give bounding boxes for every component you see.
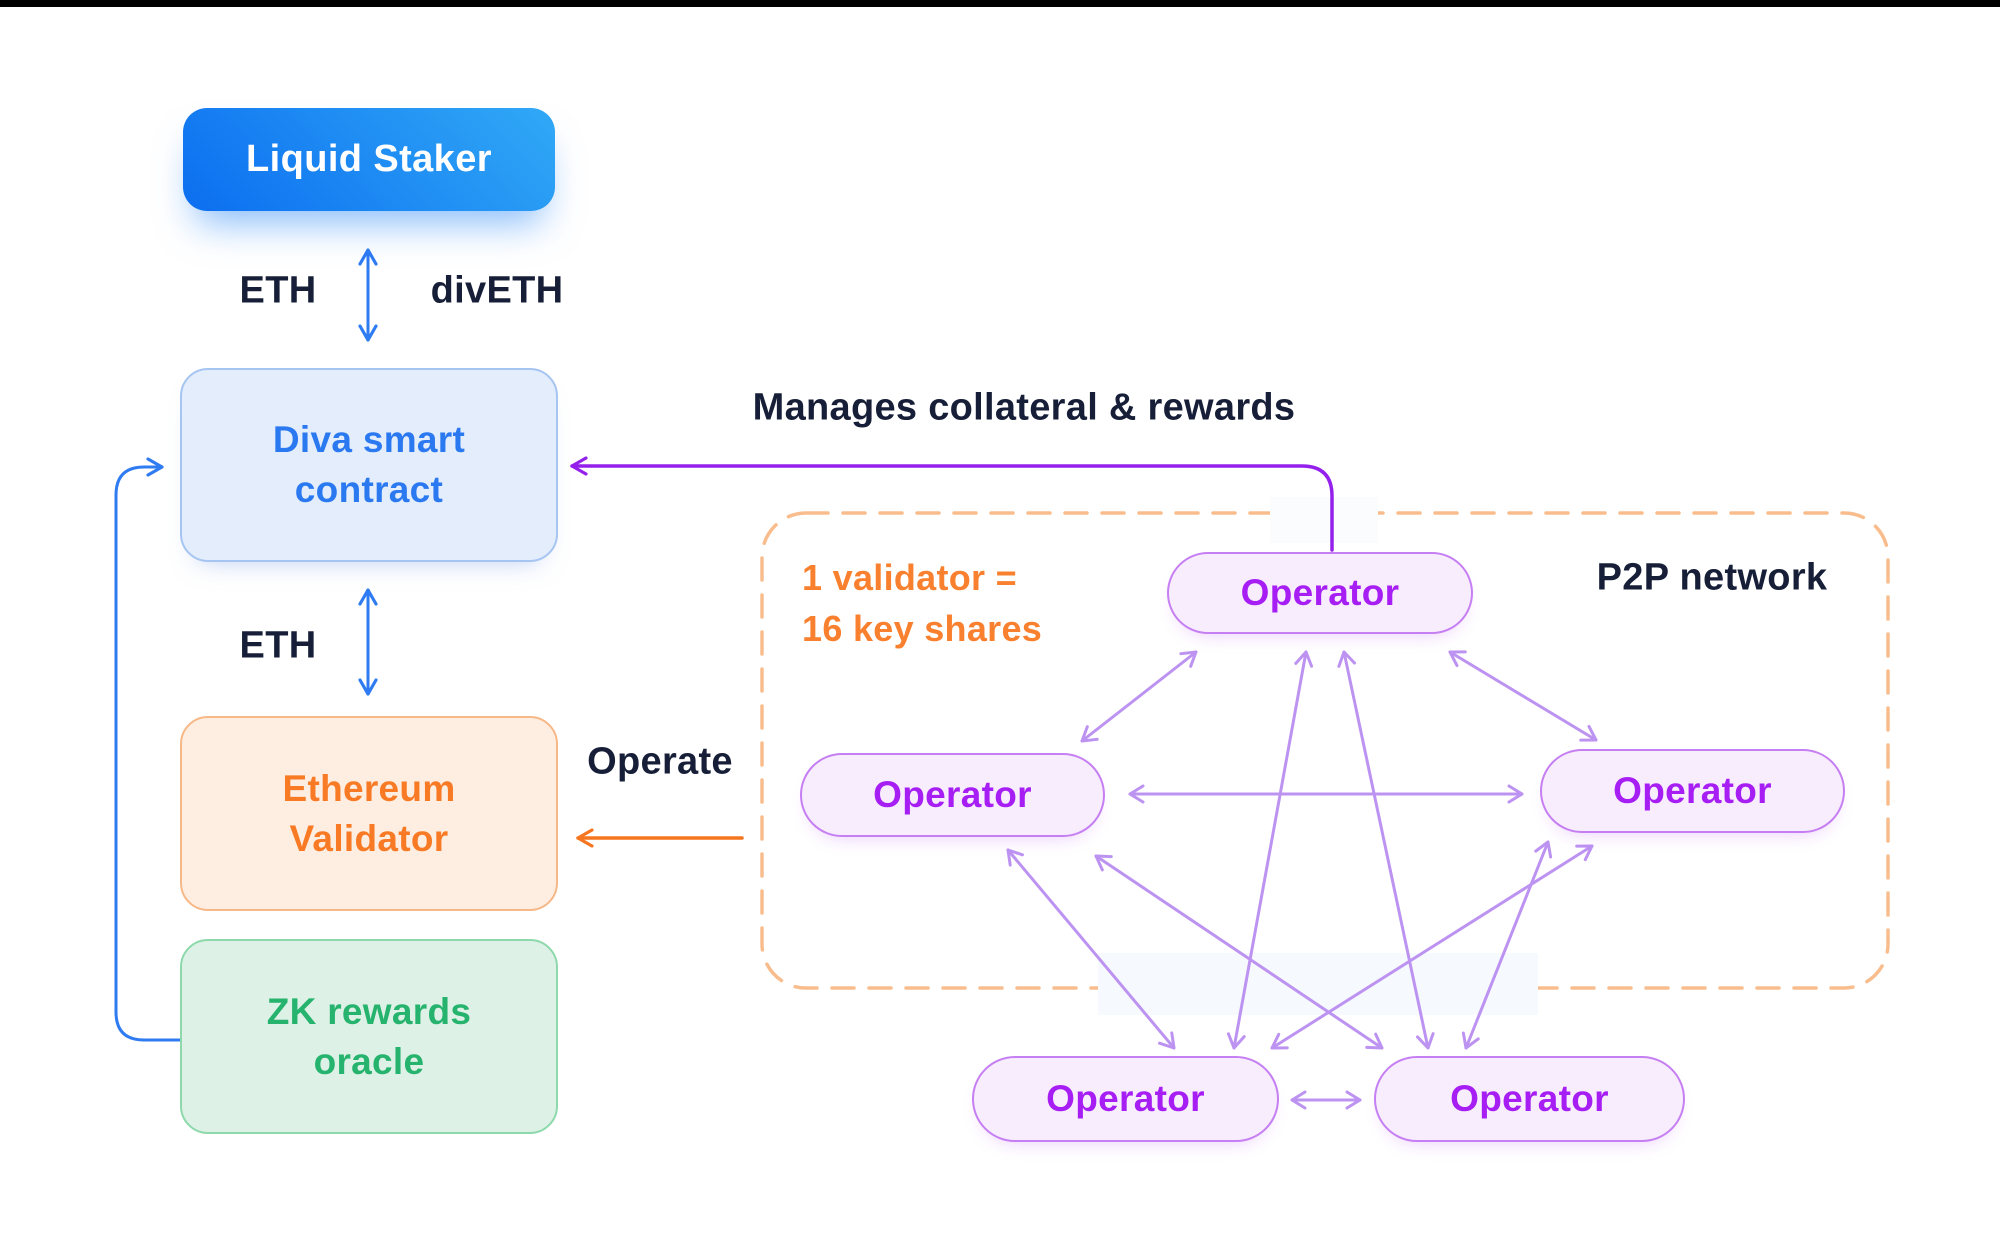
eth-label-top: ETH <box>239 269 317 312</box>
operate-label: Operate <box>587 740 733 783</box>
ethereum-validator-node: Ethereum Validator <box>180 716 558 911</box>
mesh-midright-bottomright <box>1461 840 1553 1050</box>
mesh-top-bottomright <box>1337 650 1435 1050</box>
operator-node-top: Operator <box>1167 552 1473 634</box>
top-border-bar <box>0 0 2000 7</box>
mesh-top-midright <box>1448 650 1598 742</box>
validator-keyshares-note: 1 validator = 16 key shares <box>802 557 1043 650</box>
zk-rewards-oracle-node: ZK rewards oracle <box>180 939 558 1134</box>
operator-node-midright: Operator <box>1540 749 1845 833</box>
diveth-label: divETH <box>430 269 564 312</box>
mesh-midleft-bottomleft <box>1006 848 1176 1050</box>
p2p-network-label: P2P network <box>1596 556 1828 599</box>
border-gap-band-top <box>1270 497 1378 543</box>
liquid-staker-node: Liquid Staker <box>183 108 555 211</box>
diva-smart-contract-node: Diva smart contract <box>180 368 558 562</box>
oracle-to-diva-arrow <box>114 457 182 1042</box>
operator-node-midleft: Operator <box>800 753 1105 837</box>
operator-node-bottomright: Operator <box>1374 1056 1685 1142</box>
manages-collateral-label: Manages collateral & rewards <box>752 386 1296 429</box>
eth-label-mid: ETH <box>239 624 317 667</box>
manages-collateral-arrow <box>570 456 1334 552</box>
mesh-top-midleft <box>1080 650 1198 743</box>
operator-mesh <box>1006 650 1598 1110</box>
mesh-midright-bottomleft <box>1270 844 1594 1050</box>
operator-node-bottomleft: Operator <box>972 1056 1279 1142</box>
